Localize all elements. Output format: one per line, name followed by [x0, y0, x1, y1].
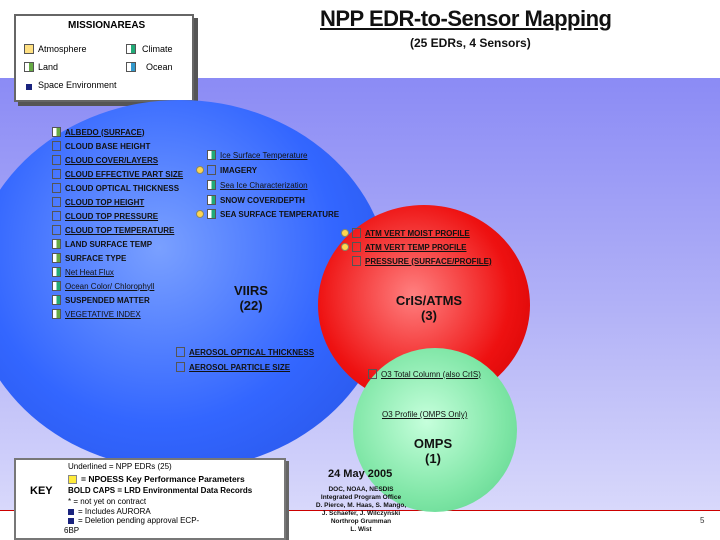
list-item: SURFACE TYPE — [52, 253, 126, 263]
ocean-icon — [52, 295, 61, 305]
list-item: IMAGERY — [196, 165, 257, 175]
list-item: SUSPENDED MATTER — [52, 295, 150, 305]
atmosphere-icon — [207, 165, 216, 175]
page-number: 5 — [700, 516, 705, 525]
list-item: ALBEDO (SURFACE) — [52, 127, 145, 137]
kpp-icon — [341, 229, 349, 237]
legend-atmosphere: Atmosphere — [38, 44, 87, 54]
atmosphere-icon — [52, 183, 61, 193]
ocean-icon — [126, 62, 136, 72]
key-label: KEY — [30, 485, 53, 497]
list-item: Ice Surface Temperature — [196, 150, 307, 160]
atmosphere-icon — [352, 242, 361, 252]
viirs-label: VIIRS (22) — [226, 283, 276, 313]
omps-circle — [353, 348, 517, 512]
ocean-icon — [52, 267, 61, 277]
ocean-icon — [52, 281, 61, 291]
kpp-icon — [196, 166, 204, 174]
mission-areas-legend: MISSIONAREAS Atmosphere Climate Land Oce… — [14, 14, 194, 102]
climate-icon — [126, 44, 136, 54]
list-item: CLOUD BASE HEIGHT — [52, 141, 150, 151]
land-icon — [52, 127, 61, 137]
key-box: KEY Underlined = NPP EDRs (25) = NPOESS … — [14, 458, 286, 540]
list-item: CLOUD TOP TEMPERATURE — [52, 225, 174, 235]
key-line-2: = NPOESS Key Performance Parameters — [68, 474, 245, 484]
key-line-5: = Includes AURORA — [68, 507, 151, 516]
legend-land: Land — [38, 62, 59, 72]
cris-atms-label: CrIS/ATMS (3) — [384, 293, 474, 323]
land-icon — [52, 309, 61, 319]
list-item: SEA SURFACE TEMPERATURE — [196, 209, 339, 219]
key-line-4: * = not yet on contract — [68, 497, 147, 506]
climate-icon — [207, 180, 216, 190]
atmosphere-icon — [352, 228, 361, 238]
credits: DOC, NOAA, NESDIS Integrated Program Off… — [315, 486, 407, 533]
land-icon — [24, 62, 34, 72]
key-line-1: Underlined = NPP EDRs (25) — [68, 462, 172, 471]
cris-atms-count: (3) — [421, 308, 437, 323]
land-icon — [52, 253, 61, 263]
list-item: VEGETATIVE INDEX — [52, 309, 141, 319]
list-item: CLOUD TOP PRESSURE — [52, 211, 158, 221]
list-item: Ocean Color/ Chlorophyll — [52, 281, 154, 291]
list-item: ATM VERT MOIST PROFILE — [341, 228, 470, 238]
land-icon — [52, 239, 61, 249]
ocean-icon — [207, 209, 216, 219]
list-item: LAND SURFACE TEMP — [52, 239, 152, 249]
climate-icon — [207, 195, 216, 205]
key-line-6: = Deletion pending approval ECP- — [68, 516, 199, 525]
list-item: CLOUD COVER/LAYERS — [52, 155, 158, 165]
legend-title: MISSIONAREAS — [68, 20, 146, 31]
atmosphere-icon — [176, 347, 185, 357]
atmosphere-icon — [52, 155, 61, 165]
list-item: Net Heat Flux — [52, 267, 114, 277]
list-item: PRESSURE (SURFACE/PROFILE) — [341, 256, 492, 266]
viirs-name: VIIRS — [234, 283, 268, 298]
atmosphere-icon — [368, 369, 377, 379]
omps-name: OMPS — [413, 436, 453, 451]
aurora-icon — [68, 508, 74, 515]
deletion-icon — [68, 517, 74, 524]
list-item: O3 Total Column (also CrIS) — [368, 369, 481, 379]
climate-icon — [207, 150, 216, 160]
atmosphere-icon — [24, 44, 34, 54]
kpp-icon — [196, 210, 204, 218]
legend-space-environment: Space Environment — [38, 80, 117, 90]
atmosphere-icon — [52, 169, 61, 179]
list-item: O3 Profile (OMPS Only) — [382, 410, 468, 419]
atmosphere-icon — [352, 256, 361, 266]
atmosphere-icon — [176, 362, 185, 372]
space-environment-icon — [26, 84, 32, 90]
list-item: AEROSOL PARTICLE SIZE — [176, 362, 290, 372]
list-item: CLOUD TOP HEIGHT — [52, 197, 144, 207]
omps-label: OMPS (1) — [403, 436, 463, 466]
kpp-icon — [341, 243, 349, 251]
atmosphere-icon — [52, 141, 61, 151]
atmosphere-icon — [52, 197, 61, 207]
cris-atms-name: CrIS/ATMS — [395, 293, 463, 308]
list-item: ATM VERT TEMP PROFILE — [341, 242, 466, 252]
omps-count: (1) — [425, 451, 441, 466]
legend-climate: Climate — [142, 44, 173, 54]
list-item: AEROSOL OPTICAL THICKNESS — [176, 347, 314, 357]
key-line-7: 6BP — [64, 526, 80, 535]
page-subtitle: (25 EDRs, 4 Sensors) — [410, 36, 531, 50]
kpp-icon — [68, 474, 77, 484]
list-item: CLOUD EFFECTIVE PART SIZE — [52, 169, 183, 179]
list-item: SNOW COVER/DEPTH — [196, 195, 305, 205]
atmosphere-icon — [52, 211, 61, 221]
list-item: Sea Ice Characterization — [196, 180, 308, 190]
list-item: CLOUD OPTICAL THICKNESS — [52, 183, 179, 193]
page-title: NPP EDR-to-Sensor Mapping — [320, 6, 612, 31]
date: 24 May 2005 — [328, 468, 393, 480]
footer-rule — [0, 510, 720, 511]
viirs-count: (22) — [239, 298, 263, 313]
legend-ocean: Ocean — [146, 62, 173, 72]
atmosphere-icon — [52, 225, 61, 235]
key-line-3: BOLD CAPS = LRD Environmental Data Recor… — [68, 486, 253, 495]
